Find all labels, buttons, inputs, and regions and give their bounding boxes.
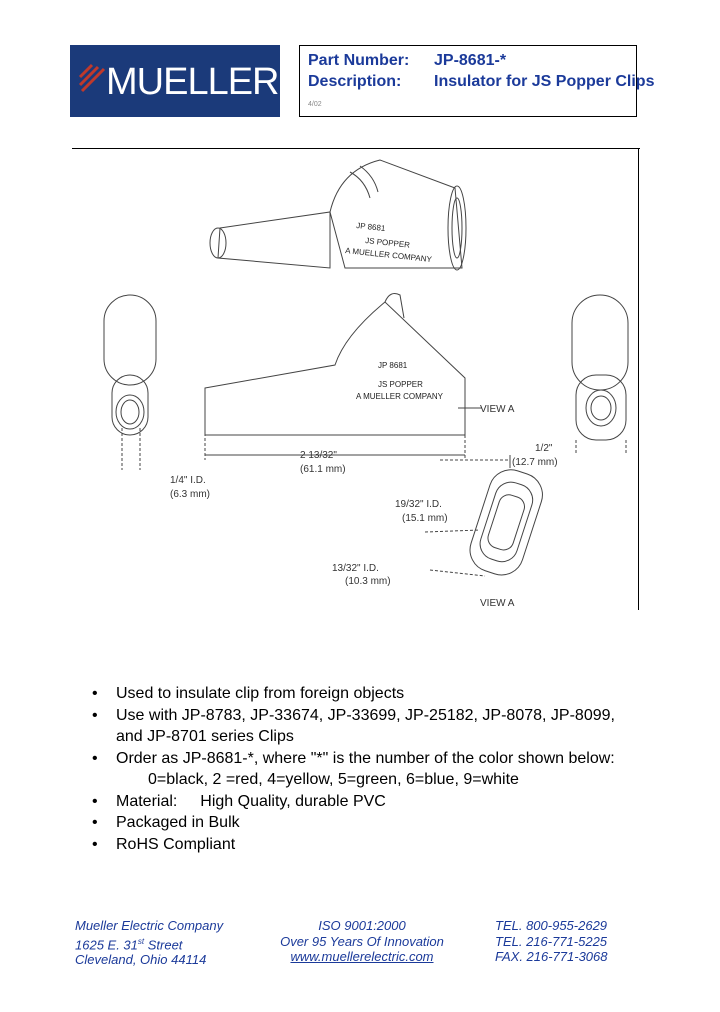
- company-name: Mueller Electric Company: [75, 918, 224, 933]
- years-tagline: Over 95 Years Of Innovation: [280, 933, 444, 949]
- bullet-continuation: and JP-8701 series Clips: [116, 728, 294, 745]
- top-rule: [72, 148, 640, 149]
- fax: FAX. 216-771-3068: [495, 949, 608, 964]
- bullet-dot: •: [92, 706, 98, 724]
- list-item: • RoHS Compliant: [92, 834, 672, 856]
- dim-id-19-32: 19/32" I.D.: [395, 499, 442, 510]
- dim-id-13-32: 13/32" I.D.: [332, 563, 379, 574]
- bullet-dot: •: [92, 814, 98, 831]
- iso-molded-part: JP 8681: [356, 221, 387, 233]
- bullet-dot: •: [92, 685, 98, 702]
- footer-contact: TEL. 800-955-2629 TEL. 216-771-5225 FAX.…: [495, 918, 608, 965]
- mueller-logo: MUELLER: [70, 45, 280, 117]
- footer-center: ISO 9001:2000 Over 95 Years Of Innovatio…: [272, 918, 452, 965]
- side-molded-part: JP 8681: [378, 361, 408, 370]
- material-label: Material:: [116, 792, 178, 810]
- side-molded-name: JS POPPER: [378, 380, 423, 389]
- bullet-text: Packaged in Bulk: [116, 814, 240, 831]
- color-codes: 0=black, 2 =red, 4=yellow, 5=green, 6=bl…: [148, 771, 519, 788]
- list-item: • Use with JP-8783, JP-33674, JP-33699, …: [92, 705, 672, 727]
- phone: TEL. 216-771-5225: [495, 933, 608, 949]
- bullet-text: Used to insulate clip from foreign objec…: [116, 685, 405, 702]
- dim-id-quarter-mm: (6.3 mm): [170, 489, 210, 500]
- view-a-label: VIEW A: [480, 598, 515, 609]
- description-value: Insulator for JS Popper Clips: [434, 73, 655, 90]
- dim-id-19-32-mm: (15.1 mm): [402, 513, 448, 524]
- footer-address: Mueller Electric Company 1625 E. 31st St…: [75, 918, 223, 968]
- street-address: 1625 E. 31st Street: [75, 936, 183, 952]
- left-end-view: [103, 294, 157, 470]
- iso-molded-company: A MUELLER COMPANY: [345, 246, 433, 264]
- list-item: • Used to insulate clip from foreign obj…: [92, 683, 672, 705]
- list-item: • Packaged in Bulk: [92, 812, 672, 834]
- bullet-dot: •: [92, 749, 98, 767]
- part-info-box: Part Number: JP-8681-* Description: Insu…: [299, 45, 654, 117]
- bullet-text: Use with JP-8783, JP-33674, JP-33699, JP…: [116, 706, 615, 724]
- dim-half-mm: (12.7 mm): [512, 457, 558, 468]
- bullet-text: Order as JP-8681-*, where "*" is the num…: [116, 749, 615, 767]
- website-link[interactable]: www.muellerelectric.com: [290, 949, 434, 964]
- right-end-view: [571, 294, 629, 455]
- dim-id-quarter: 1/4" I.D.: [170, 475, 206, 486]
- dim-id-13-32-mm: (10.3 mm): [345, 576, 391, 587]
- right-rule: [638, 148, 639, 610]
- bullet-dot: •: [92, 835, 98, 853]
- material-value: High Quality, durable PVC: [200, 792, 386, 810]
- view-a: [424, 469, 543, 577]
- dim-length-mm: (61.1 mm): [300, 464, 346, 475]
- list-item: • Order as JP-8681-*, where "*" is the n…: [92, 748, 672, 770]
- side-molded-company: A MUELLER COMPANY: [356, 392, 444, 401]
- dim-half: 1/2": [535, 443, 553, 454]
- logo-stripes-icon: [78, 63, 106, 93]
- description-label: Description:: [308, 73, 402, 90]
- revision-date: 4/02: [308, 101, 322, 108]
- iso-certification: ISO 9001:2000: [318, 918, 406, 933]
- city-state-zip: Cleveland, Ohio 44114: [75, 952, 207, 968]
- iso-molded-name: JS POPPER: [365, 236, 411, 250]
- side-view: [204, 293, 511, 468]
- toll-free-phone: TEL. 800-955-2629: [495, 918, 608, 933]
- technical-drawing: JP 8681 JS POPPER A MUELLER COMPANY JP 8…: [103, 159, 629, 609]
- part-number-label: Part Number:: [308, 52, 410, 69]
- bullet-dot: •: [92, 792, 98, 810]
- isometric-view: [209, 159, 467, 271]
- dim-length: 2 13/32": [300, 450, 337, 461]
- bullet-text: RoHS Compliant: [116, 835, 236, 853]
- view-a-arrow-label: VIEW A: [480, 404, 515, 415]
- feature-list: • Used to insulate clip from foreign obj…: [92, 683, 672, 855]
- logo-text: MUELLER: [106, 61, 279, 103]
- list-item: • Material: High Quality, durable PVC: [92, 791, 672, 813]
- part-number-value: JP-8681-*: [434, 52, 507, 69]
